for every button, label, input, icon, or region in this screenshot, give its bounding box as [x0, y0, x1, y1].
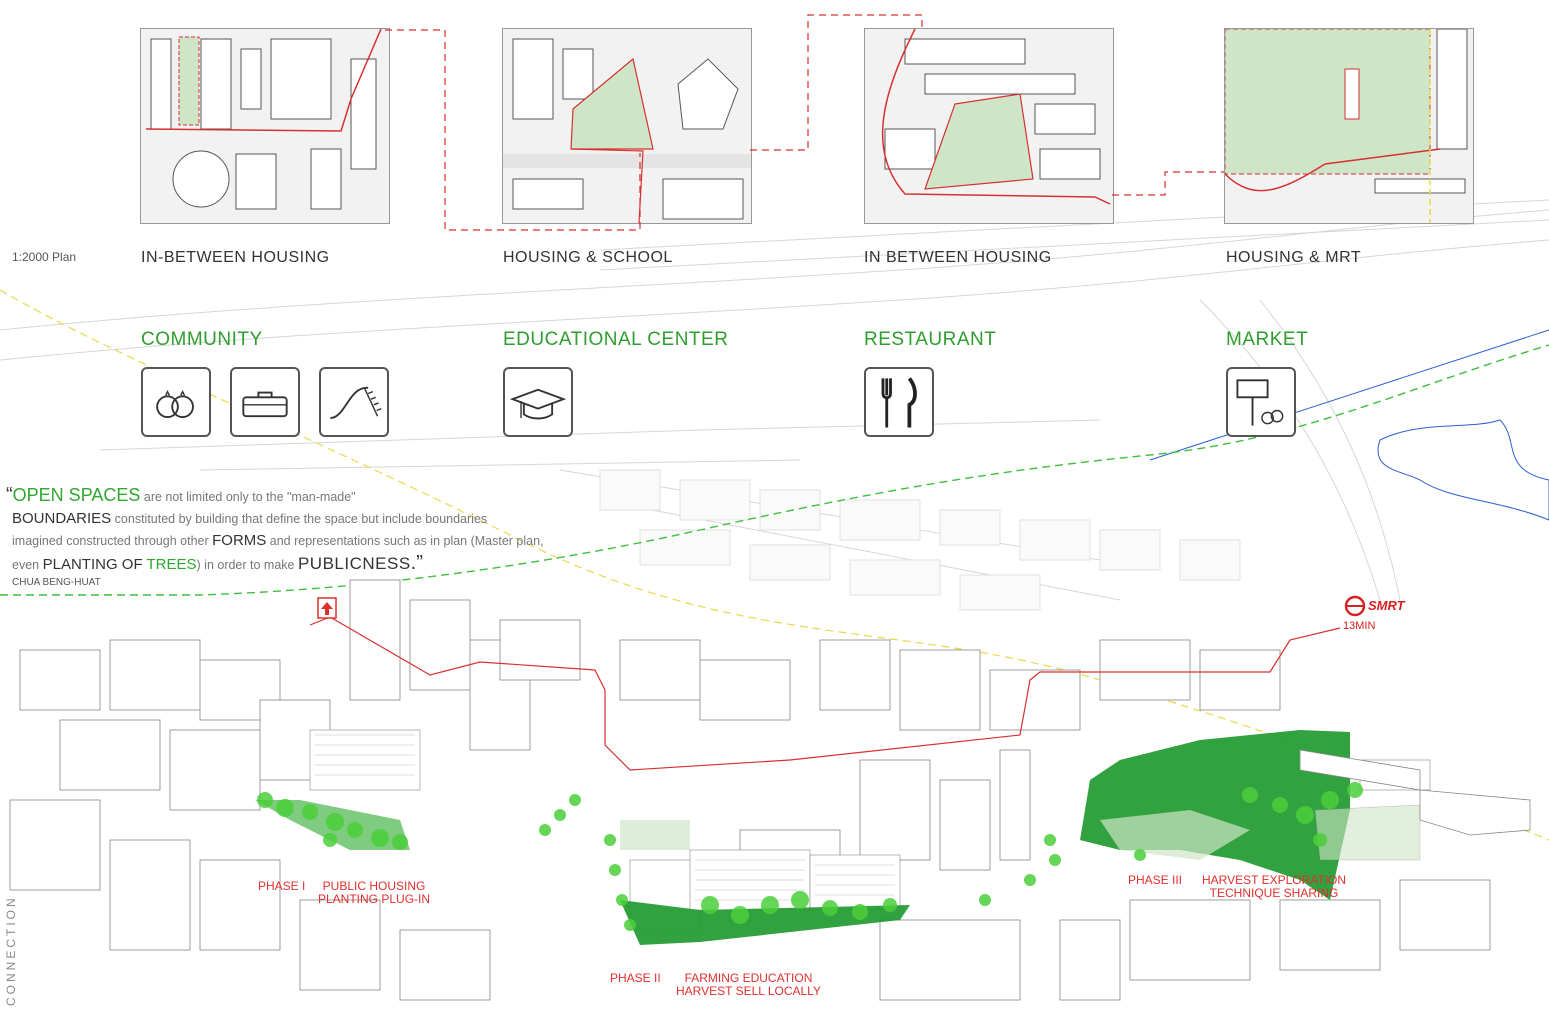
vertical-title: CONNECTION: [4, 895, 18, 1006]
site-plan-3: [864, 28, 1114, 224]
slide-icon: [319, 367, 389, 437]
site-plan-1: [140, 28, 390, 224]
plan-caption-1: IN-BETWEEN HOUSING: [141, 249, 330, 266]
phase-label-right: PHASE III: [1128, 873, 1183, 887]
mrt-time-label: 13MIN: [1343, 620, 1376, 632]
farming-label: FARMING EDUCATION HARVEST SELL LOCALLY: [676, 971, 821, 998]
site-plan-4: [1224, 28, 1474, 224]
program-title-restaurant: RESTAURANT: [864, 329, 997, 350]
program-title-market: MARKET: [1226, 329, 1309, 350]
quote-author: CHUA BENG-HUAT: [12, 577, 101, 588]
mrt-logo: [1344, 595, 1366, 617]
phase-label-left: PHASE I: [258, 879, 306, 893]
phase-label-mid: PHASE II: [610, 971, 661, 985]
market-sign-icon: [1226, 367, 1296, 437]
program-title-education: EDUCATIONAL CENTER: [503, 329, 729, 350]
quote-block: “OPEN SPACES are not limited only to the…: [6, 484, 544, 574]
harvest-label: HARVEST EXPLORATION TECHNIQUE SHARING: [1202, 873, 1347, 900]
plan-caption-2: HOUSING & SCHOOL: [503, 249, 673, 266]
site-plan-2: [502, 28, 752, 224]
briefcase-icon: [230, 367, 300, 437]
scale-label: 1:2000 Plan: [12, 250, 77, 264]
plan-caption-4: HOUSING & MRT: [1226, 249, 1362, 266]
mrt-label: SMRT: [1368, 598, 1405, 613]
graduation-cap-icon: [503, 367, 573, 437]
program-title-community: COMMUNITY: [141, 329, 263, 350]
fork-knife-icon: [864, 367, 934, 437]
plan-caption-3: IN BETWEEN HOUSING: [864, 249, 1052, 266]
rings-icon: [141, 367, 211, 437]
public-housing-label: PUBLIC HOUSING PLANTING PLUG-IN: [318, 879, 431, 906]
